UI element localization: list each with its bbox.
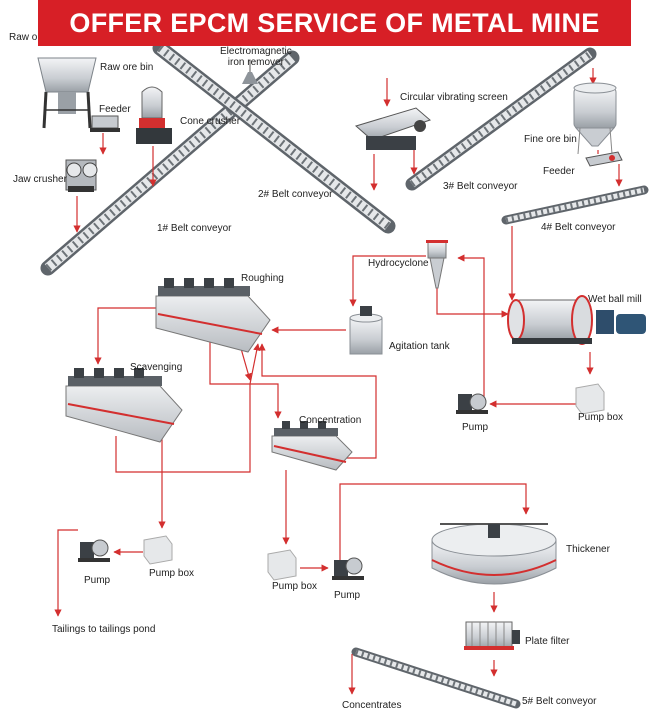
ball-mill-icon (507, 295, 646, 345)
label-scavenging: Scavenging (130, 362, 183, 373)
label-belt-conveyor-1: 1# Belt conveyor (157, 223, 232, 234)
pump-icon-1 (456, 393, 488, 414)
plate-filter-icon (464, 621, 520, 650)
label-feeder-1: Feeder (99, 104, 131, 115)
cone-crusher-icon (136, 86, 172, 144)
pump-icon-2 (78, 539, 110, 562)
raw-ore-bin-icon (37, 57, 97, 129)
pump-box-icon-3 (267, 549, 297, 581)
label-pump-box-3: Pump box (272, 581, 318, 592)
roughing-flotation-icon (155, 278, 271, 353)
label-raw-ore: Raw o (9, 32, 38, 43)
jaw-crusher-icon (65, 159, 98, 192)
belt-conveyor-4 (501, 185, 649, 225)
label-pump-1: Pump (462, 422, 489, 433)
label-tailings: Tailings to tailings pond (52, 624, 156, 635)
label-pump-box-1: Pump box (578, 412, 624, 423)
label-pump-3: Pump (334, 590, 361, 601)
pump-box-icon-1 (575, 383, 605, 415)
belt-conveyor-2 (152, 40, 396, 234)
feeder-2-icon (585, 151, 623, 167)
thickener-icon (431, 523, 557, 585)
label-pump-2: Pump (84, 575, 111, 586)
vibrating-screen-icon (354, 107, 431, 150)
fine-ore-bin-icon (573, 82, 617, 155)
label-feeder-2: Feeder (543, 166, 575, 177)
label-wet-ball-mill: Wet ball mill (588, 294, 642, 305)
label-belt-conveyor-4: 4# Belt conveyor (541, 222, 616, 233)
label-belt-conveyor-2: 2# Belt conveyor (258, 189, 333, 200)
iron-remover-icon (242, 60, 258, 84)
label-concentration: Concentration (299, 415, 362, 426)
label-fine-ore-bin: Fine ore bin (524, 134, 577, 145)
agitation-tank-icon (349, 306, 383, 355)
hydrocyclone-icon (426, 240, 448, 289)
label-belt-conveyor-5: 5# Belt conveyor (522, 696, 597, 707)
page-title-banner: OFFER EPCM SERVICE OF METAL MINE (38, 0, 631, 46)
flow-lines (54, 68, 623, 695)
label-concentrates: Concentrates (342, 700, 402, 711)
pump-icon-3 (332, 557, 364, 580)
label-iron-remover: Electromagnetic iron remover (220, 46, 292, 68)
scavenging-flotation-icon (65, 368, 183, 443)
belt-conveyor-1 (40, 50, 300, 276)
pump-box-icon-2 (143, 535, 173, 565)
label-cone-crusher: Cone crusher (180, 116, 241, 127)
label-hydrocyclone: Hydrocyclone (368, 258, 429, 269)
belt-conveyor-3 (405, 47, 597, 191)
feeder-icon (90, 115, 120, 132)
label-raw-ore-bin: Raw ore bin (100, 62, 154, 73)
concentration-flotation-icon (271, 421, 353, 471)
label-vibrating-screen: Circular vibrating screen (400, 92, 508, 103)
label-thickener: Thickener (566, 544, 610, 555)
label-pump-box-2: Pump box (149, 568, 195, 579)
label-agitation-tank: Agitation tank (389, 341, 450, 352)
label-plate-filter: Plate filter (525, 636, 570, 647)
label-belt-conveyor-3: 3# Belt conveyor (443, 181, 518, 192)
belt-conveyor-5 (351, 647, 521, 709)
label-roughing: Roughing (241, 273, 284, 284)
label-jaw-crusher: Jaw crusher (13, 174, 67, 185)
